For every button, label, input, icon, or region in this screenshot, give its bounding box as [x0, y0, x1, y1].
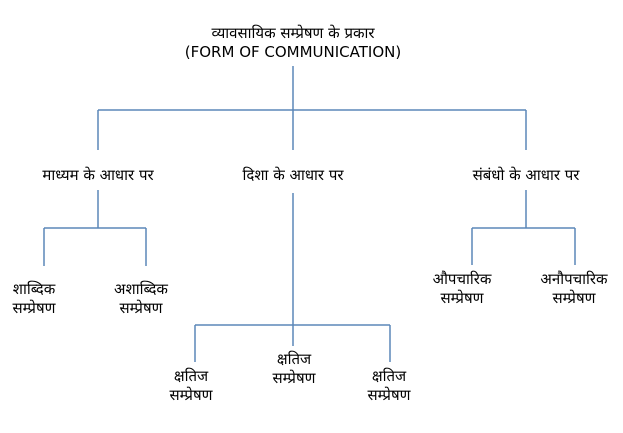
branch-label: माध्यम के आधार पर	[42, 166, 154, 184]
leaf-line2: सम्प्रेषण	[272, 369, 316, 387]
root-node: व्यावसायिक सम्प्रेषण के प्रकार (FORM OF …	[185, 24, 401, 62]
leaf-horizontal-1: क्षतिज सम्प्रेषण	[170, 367, 213, 405]
leaf-line1: अनौपचारिक	[540, 270, 608, 288]
branch-label: संबंधो के आधार पर	[472, 166, 580, 184]
branch-medium: माध्यम के आधार पर	[42, 166, 153, 185]
branch-relation: संबंधो के आधार पर	[473, 166, 580, 185]
leaf-line2: सम्प्रेषण	[440, 289, 484, 307]
leaf-line2: सम्प्रेषण	[169, 386, 213, 404]
leaf-line1: क्षतिज	[371, 367, 407, 385]
leaf-nonverbal: अशाब्दिक सम्प्रेषण	[114, 280, 168, 318]
leaf-line2: सम्प्रेषण	[367, 386, 411, 404]
leaf-line1: अशाब्दिक	[114, 280, 168, 298]
leaf-line2: सम्प्रेषण	[119, 299, 163, 317]
leaf-horizontal-3: क्षतिज सम्प्रेषण	[368, 367, 411, 405]
leaf-line2: सम्प्रेषण	[12, 299, 56, 317]
leaf-line1: शाब्दिक	[12, 280, 56, 298]
leaf-verbal: शाब्दिक सम्प्रेषण	[13, 280, 56, 318]
branch-direction: दिशा के आधार पर	[243, 166, 344, 185]
leaf-line1: क्षतिज	[276, 350, 312, 368]
leaf-horizontal-2: क्षतिज सम्प्रेषण	[273, 350, 316, 388]
branch-label: दिशा के आधार पर	[242, 166, 344, 184]
root-title: व्यावसायिक सम्प्रेषण के प्रकार	[211, 24, 375, 42]
leaf-line2: सम्प्रेषण	[552, 289, 596, 307]
leaf-formal: औपचारिक सम्प्रेषण	[433, 270, 492, 308]
leaf-line1: क्षतिज	[173, 367, 209, 385]
root-subtitle: (FORM OF COMMUNICATION)	[184, 43, 402, 61]
leaf-informal: अनौपचारिक सम्प्रेषण	[540, 270, 607, 308]
leaf-line1: औपचारिक	[432, 270, 492, 288]
